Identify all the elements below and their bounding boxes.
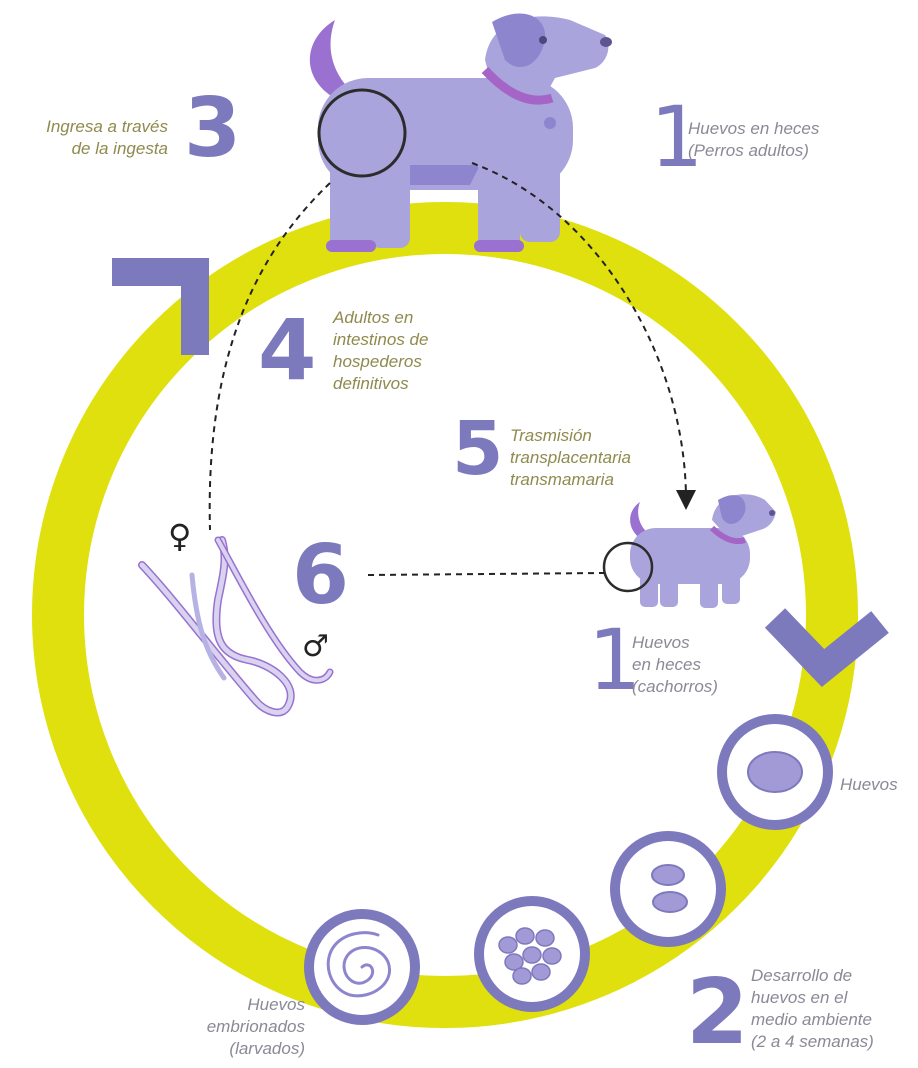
step-1-adult-label: Huevos en heces (Perros adultos) <box>688 118 903 162</box>
male-symbol: ♂ <box>302 632 329 662</box>
step-2-label: Desarrollo de huevos en el medio ambient… <box>751 965 916 1053</box>
egg-stage-morula <box>479 901 585 1007</box>
step-number-6: 6 <box>292 535 349 617</box>
step-number-3: 3 <box>184 88 241 170</box>
egg-huevos-label: Huevos <box>840 774 915 796</box>
step-number-5: 5 <box>452 412 504 486</box>
female-symbol: ♀ <box>168 520 191 552</box>
step-number-4: 4 <box>258 308 316 392</box>
egg-stage-huevos <box>722 719 828 825</box>
worm-to-puppy-path <box>368 573 604 575</box>
step-1-puppy-label: Huevos en heces (cachorros) <box>632 632 782 698</box>
step-3-label: Ingresa a través de la ingesta <box>8 116 168 160</box>
puppy-illustration <box>604 494 776 608</box>
step-number-2: 2 <box>686 968 749 1058</box>
egg-stage-embrionados <box>309 914 415 1020</box>
step-4-label: Adultos en intestinos de hospederos defi… <box>333 307 493 395</box>
egg-stage-dividing <box>615 836 721 942</box>
egg-embrionados-label: Huevos embrionados (larvados) <box>160 994 305 1060</box>
step-5-label: Trasmisión transplacentaria transmamaria <box>510 425 690 491</box>
